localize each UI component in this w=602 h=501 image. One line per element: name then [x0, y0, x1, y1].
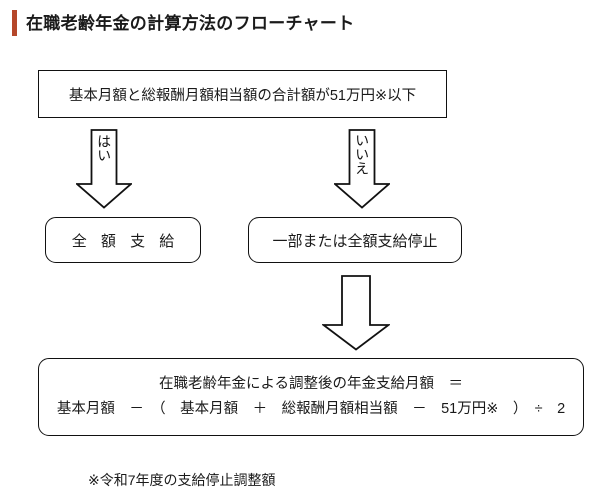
down-arrow-icon — [322, 275, 390, 351]
condition-box: 基本月額と総報酬月額相当額の合計額が51万円※以下 — [38, 70, 447, 118]
formula-line-2: 基本月額 － （ 基本月額 ＋ 総報酬月額相当額 － 51万円※ ） ÷ 2 — [56, 400, 566, 417]
down-arrow-icon — [76, 129, 132, 209]
condition-box-text: 基本月額と総報酬月額相当額の合計額が51万円※以下 — [68, 87, 417, 104]
title-accent-bar — [12, 10, 17, 36]
arrow-yes: はい — [76, 129, 132, 209]
arrow-to-formula — [322, 275, 390, 351]
outcome-box-full-payment-text: 全 額 支 給 — [71, 232, 180, 250]
down-arrow-icon — [334, 129, 390, 209]
footnote-text: ※令和7年度の支給停止調整額 — [88, 472, 276, 488]
outcome-box-full-payment: 全 額 支 給 — [45, 217, 201, 263]
formula-box: 在職老齢年金による調整後の年金支給月額 ＝ 基本月額 － （ 基本月額 ＋ 総報… — [38, 358, 584, 436]
outcome-box-partial-stop: 一部または全額支給停止 — [248, 217, 462, 263]
page-title: 在職老齢年金の計算方法のフローチャート — [12, 10, 355, 36]
outcome-box-partial-stop-text: 一部または全額支給停止 — [272, 232, 438, 250]
formula-line-1: 在職老齢年金による調整後の年金支給月額 ＝ — [158, 375, 464, 392]
arrow-no: いいえ — [334, 129, 390, 209]
page-title-text: 在職老齢年金の計算方法のフローチャート — [26, 13, 355, 33]
